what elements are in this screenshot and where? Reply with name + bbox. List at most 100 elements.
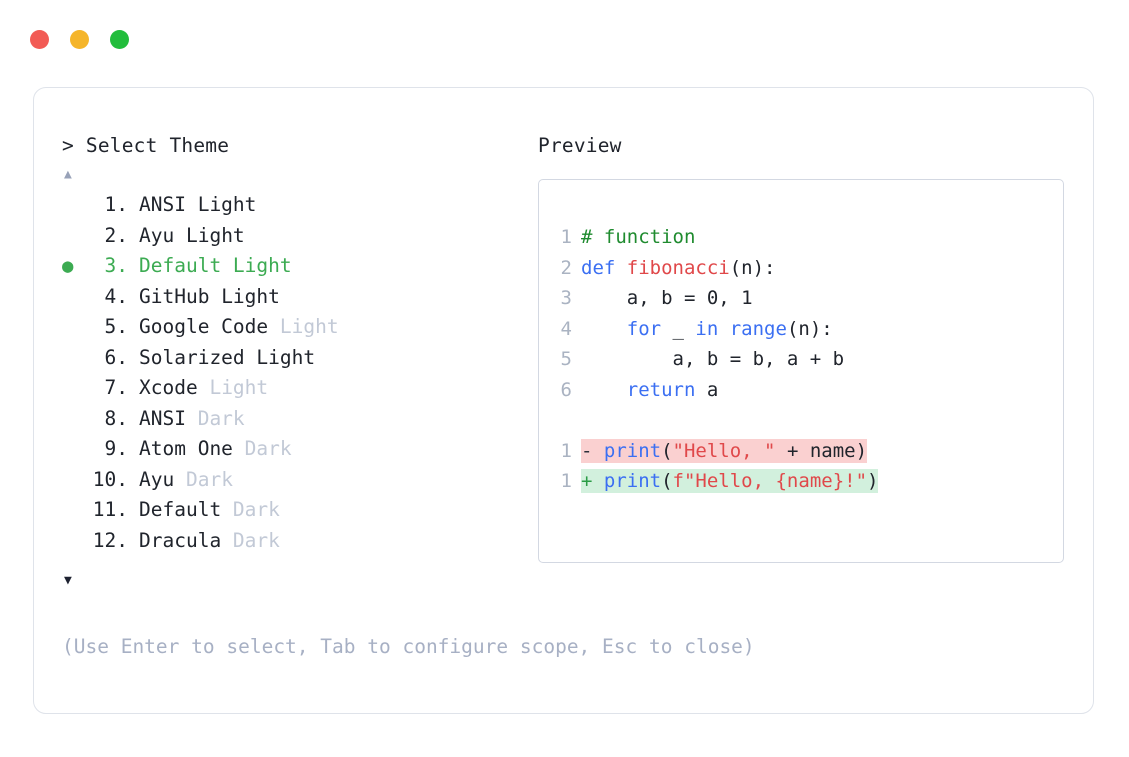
line-number: 3 (560, 287, 572, 309)
theme-item-number: 6. (104, 345, 128, 369)
theme-list-item[interactable]: ● 9. Atom One Dark (62, 434, 542, 465)
theme-item-number: 3. (104, 254, 128, 277)
theme-item-variant: Dark (232, 498, 280, 521)
theme-list-item[interactable]: ● 6. Solarized Light (62, 343, 542, 374)
selection-bullet-icon: ● (62, 221, 88, 252)
theme-item-variant: Light (232, 254, 292, 277)
code-token: return (626, 378, 696, 401)
line-number: 5 (560, 348, 572, 370)
theme-item-number: 10. (92, 467, 128, 491)
code-line: 3 a, b = 0, 1 (560, 283, 1063, 314)
selection-bullet-icon: ● (62, 255, 74, 277)
theme-item-label: Default Dark (139, 498, 280, 521)
theme-item-label: Solarized Light (139, 345, 316, 369)
theme-item-label: Default Light (139, 254, 292, 277)
code-line: 6 return a (560, 375, 1063, 406)
theme-list-item[interactable]: ●5.Google Code Light (62, 312, 542, 343)
window-controls (30, 30, 129, 49)
code-token: print (603, 470, 662, 492)
theme-list-item[interactable]: ● 1. ANSI Light (62, 190, 542, 221)
diff-marker: + (581, 470, 604, 492)
theme-list-item[interactable]: ● 2. Ayu Light (62, 221, 542, 252)
code-token: f"Hello, {name}!" (672, 470, 868, 492)
theme-item-number: 9. (104, 437, 128, 460)
diff-line-del: 1- print("Hello, " + name) (560, 436, 1063, 467)
code-token: (n): (786, 317, 833, 340)
theme-item-variant: Light (185, 223, 245, 247)
selection-bullet-icon: ● (62, 190, 88, 221)
line-number: 4 (560, 317, 572, 340)
theme-item-number: 1. (104, 193, 128, 216)
code-token: "Hello, " (672, 439, 776, 462)
theme-item-variant: Dark (197, 406, 245, 430)
diff-marker: - (581, 439, 604, 462)
theme-item-number: 12. (92, 528, 128, 552)
theme-list[interactable]: ● 1. ANSI Light ● 2. Ayu Light ● 3. Default Ligh… (62, 190, 542, 556)
theme-item-label: Ayu Dark (139, 467, 233, 491)
selection-bullet-icon: ● (62, 312, 88, 343)
theme-item-variant: Light (279, 315, 339, 338)
theme-item-label: Dracula Dark (139, 528, 280, 552)
code-token (581, 318, 627, 340)
line-number: 1 (560, 226, 572, 248)
code-token: def (581, 256, 627, 279)
diff-body: + print(f"Hello, {name}!") (581, 469, 879, 493)
theme-item-number: 7. (104, 376, 128, 399)
selection-bullet-icon: ● (62, 495, 88, 526)
theme-item-number: 2. (104, 223, 128, 247)
theme-item-label: Atom One Dark (139, 437, 292, 460)
line-number: 1 (560, 470, 572, 492)
code-token: in range (695, 317, 787, 340)
code-token: + name) (775, 439, 868, 462)
theme-item-label: Xcode Light (139, 376, 269, 399)
code-line: 4 for _ in range(n): (560, 314, 1063, 345)
theme-list-item[interactable]: ●12. Dracula Dark (62, 526, 542, 557)
theme-item-label: Ayu Light (139, 223, 245, 247)
theme-list-item[interactable]: ●8.ANSI Dark (62, 404, 542, 435)
code-spacer (560, 405, 1063, 436)
diff-body: - print("Hello, " + name) (581, 438, 868, 463)
code-line: 1 # function (560, 222, 1063, 253)
diff-line-add: 1 + print(f"Hello, {name}!") (560, 466, 1063, 497)
theme-list-item[interactable]: ●4.GitHub Light (62, 282, 542, 313)
theme-list-item[interactable]: ● 3. Default Light (62, 251, 542, 282)
theme-item-variant: Dark (185, 467, 233, 491)
theme-list-item[interactable]: ●11.Default Dark (62, 495, 542, 526)
code-token: a (695, 378, 719, 401)
theme-item-number: 8. (104, 406, 128, 430)
close-button-icon[interactable] (30, 30, 49, 49)
minimize-button-icon[interactable] (70, 30, 89, 49)
selection-bullet-icon: ● (62, 526, 88, 557)
theme-list-item[interactable]: ●7.Xcode Light (62, 373, 542, 404)
theme-item-label: ANSI Dark (139, 406, 245, 430)
code-token: a, b = 0, 1 (581, 287, 753, 309)
selection-bullet-icon: ● (62, 343, 88, 374)
theme-item-label: ANSI Light (139, 193, 257, 216)
keyboard-hint: (Use Enter to select, Tab to configure s… (62, 635, 755, 658)
code-token: for (626, 317, 662, 340)
theme-item-variant: Light (197, 193, 257, 216)
theme-item-variant: Light (256, 345, 316, 369)
theme-item-variant: Dark (232, 528, 280, 552)
line-number: 6 (560, 378, 572, 401)
scroll-up-icon[interactable]: ▲ (64, 167, 72, 182)
theme-item-variant: Light (209, 376, 269, 399)
theme-selector-pane: > Select Theme ▲ ●1.ANSI Light●2.Ayu Lig… (62, 132, 542, 590)
theme-item-number: 5. (104, 315, 128, 338)
theme-list-item[interactable]: ●10.Ayu Dark (62, 465, 542, 496)
maximize-button-icon[interactable] (110, 30, 129, 49)
code-token: # function (581, 226, 696, 248)
preview-title: Preview (538, 134, 622, 157)
code-token (581, 379, 627, 401)
scroll-down-icon[interactable]: ▼ (64, 573, 72, 588)
code-token: fibonacci (626, 256, 730, 279)
theme-item-variant: Light (221, 284, 280, 308)
selection-bullet-icon: ● (62, 434, 88, 465)
code-token: print (603, 439, 662, 462)
code-token: ( (661, 439, 673, 462)
theme-item-variant: Dark (244, 437, 292, 460)
